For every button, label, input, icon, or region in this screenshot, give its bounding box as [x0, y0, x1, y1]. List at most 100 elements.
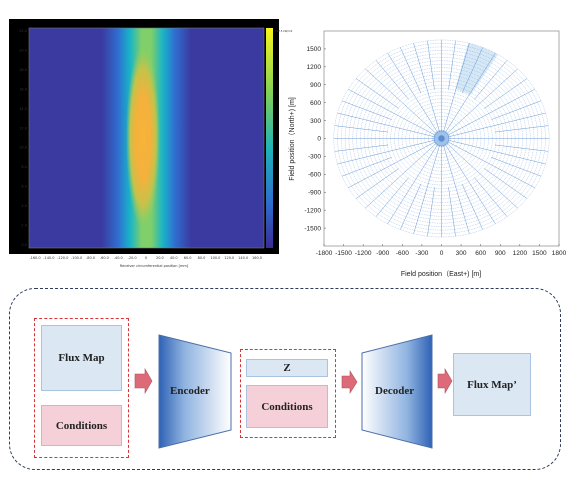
heatmap-y-tick: 16.0	[19, 87, 27, 91]
heliostat-spoke	[448, 187, 456, 237]
heliostat-spoke	[365, 142, 438, 209]
field-y-tick: -900	[308, 189, 321, 196]
heliostat-spoke	[387, 143, 439, 224]
conditions-mid-label: Conditions	[261, 400, 313, 413]
decoder-label: Decoder	[375, 385, 415, 397]
heatmap-x-tick: -40.0	[114, 256, 123, 260]
heliostat-spoke	[442, 43, 470, 133]
field-x-label: Field position（East+) [m]	[401, 270, 481, 278]
heatmap-y-tick: 22.0	[19, 29, 27, 33]
heatmap-colorbar	[266, 28, 273, 248]
field-y-tick: -300	[308, 154, 321, 161]
receiver-core	[438, 135, 445, 142]
heliostat-spoke	[461, 183, 483, 230]
field-y-tick: 600	[310, 100, 321, 107]
field-y-label: Field position（North+) [m]	[288, 97, 296, 181]
conditions-box-mid: Conditions	[246, 385, 328, 428]
field-y-tick: 1500	[307, 46, 322, 53]
heatmap-y-tick: 4.0	[21, 204, 27, 208]
heatmap-x-ticks: -160.0-140.0-120.0-100.0 -80.0 -60.0 -40.0 -…	[29, 256, 262, 260]
heliostat-spoke	[413, 43, 441, 133]
heliostat-spoke	[445, 142, 518, 209]
heatmap-y-tick: 8.0	[21, 165, 27, 169]
heliostat-layout	[333, 39, 550, 238]
heatmap-x-tick: -160.0	[29, 256, 40, 260]
field-y-tick: 0	[317, 136, 321, 143]
heliostat-spoke	[447, 139, 546, 165]
z-label: Z	[283, 362, 291, 374]
field-y-tick: -1500	[304, 225, 321, 232]
heliostat-spoke	[334, 125, 389, 133]
heatmap-x-tick: -80.0	[86, 256, 95, 260]
heliostat-spoke	[446, 141, 535, 188]
heliostat-spoke	[491, 100, 542, 120]
field-x-tick: -1200	[355, 250, 372, 257]
heliostat-spoke	[413, 144, 441, 234]
heatmap-x-tick: 140.0	[238, 256, 248, 260]
heatmap-x-tick: 120.0	[224, 256, 234, 260]
heliostat-spoke	[448, 40, 456, 90]
heliostat-spoke	[334, 144, 389, 152]
heliostat-spoke	[494, 144, 549, 152]
heliostat-spoke	[442, 144, 470, 234]
heliostat-spoke	[445, 68, 518, 135]
conditions-left-label: Conditions	[55, 419, 108, 432]
heatmap-x-tick: 20.0	[156, 256, 164, 260]
heatmap-y-tick: 18.0	[19, 68, 27, 72]
heliostat-spoke	[491, 157, 542, 177]
conditions-box-left: Conditions	[41, 405, 122, 446]
diagram-frame	[9, 288, 561, 470]
heatmap-x-tick: -120.0	[57, 256, 68, 260]
field-x-tick: -600	[396, 250, 409, 257]
heliostat-spoke	[375, 177, 409, 217]
input-group	[34, 318, 129, 458]
heliostat-spoke	[348, 141, 437, 188]
field-x-tick: 1800	[552, 250, 566, 257]
heatmap-y-tick: 20.0	[19, 48, 27, 52]
highlighted-sector	[455, 43, 498, 95]
heliostat-spoke	[474, 177, 508, 217]
heatmap-x-tick: 40.0	[170, 256, 178, 260]
heatmap-y-tick: 0.0	[21, 243, 27, 247]
heatmap-x-tick: -100.0	[71, 256, 82, 260]
heatmap-x-tick: 60.0	[184, 256, 192, 260]
field-x-tick: 0	[440, 250, 444, 257]
heliostat-spoke	[355, 78, 399, 109]
heliostat-spoke	[355, 168, 399, 199]
field-x-tick: -1800	[316, 250, 333, 257]
encoder-label: Encoder	[170, 385, 210, 397]
heliostat-spoke	[446, 89, 535, 136]
heliostat-spoke	[427, 187, 435, 237]
heatmap-y-tick: 14.0	[19, 107, 27, 111]
field-y-tick: 300	[310, 118, 321, 125]
flux-map-box: Flux Map	[41, 325, 122, 391]
heliostat-spoke	[400, 47, 422, 94]
heliostat-spoke	[484, 78, 528, 109]
field-y-tick: 1200	[307, 64, 322, 71]
field-x-tick: 600	[475, 250, 486, 257]
field-y-tick: 900	[310, 82, 321, 89]
heliostat-spoke	[447, 112, 546, 138]
field-x-tick: 1500	[532, 250, 547, 257]
heatmap-x-tick: -60.0	[100, 256, 109, 260]
heliostat-spoke	[474, 60, 508, 100]
heliostat-spoke	[484, 168, 528, 199]
field-x-tick: -900	[376, 250, 389, 257]
heliostat-spoke	[337, 112, 436, 138]
heliostat-spoke	[348, 89, 437, 136]
heatmap-x-tick: 0	[145, 256, 147, 260]
heatmap-x-tick: -20.0	[128, 256, 137, 260]
field-y-tick: -600	[308, 172, 321, 179]
field-x-tick: 300	[456, 250, 467, 257]
heatmap-y-tick: 2.0	[21, 224, 27, 228]
field-x-tick: 900	[495, 250, 506, 257]
heatmap-x-tick: -140.0	[43, 256, 54, 260]
z-box: Z	[246, 359, 328, 377]
flux-map-output-label: Flux Map’	[467, 378, 517, 391]
heatmap-x-label: Receiver circumferential position [mm]	[120, 264, 189, 268]
heatmap-y-ticks: 22.020.018.016.014.012.010.08.06.04.02.0…	[19, 29, 27, 247]
field-x-tick: -300	[415, 250, 428, 257]
heatmap-y-tick: 10.0	[19, 146, 27, 150]
heliostat-spoke	[341, 157, 392, 177]
